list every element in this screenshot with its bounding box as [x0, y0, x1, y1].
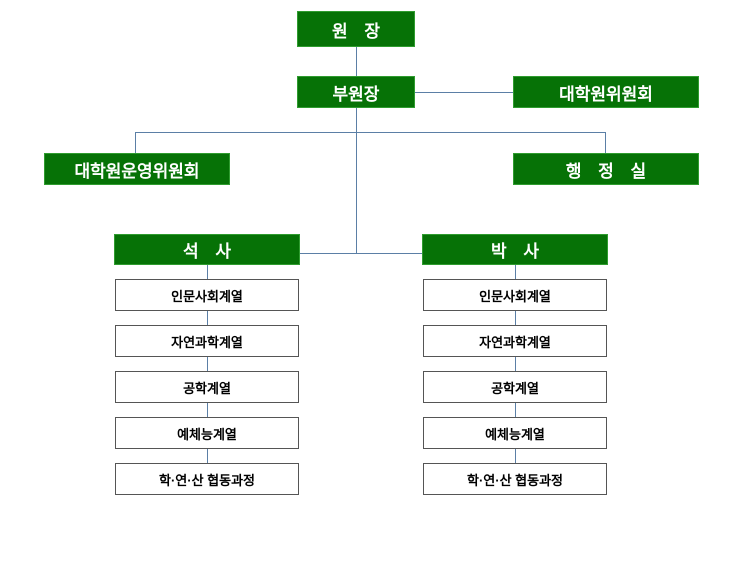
node-masters-program[interactable]: 인문사회계열	[115, 279, 299, 311]
connector-deputy-trunk	[356, 108, 357, 254]
node-masters-program[interactable]: 공학계열	[115, 371, 299, 403]
node-doctorate-program[interactable]: 공학계열	[423, 371, 607, 403]
node-masters-program[interactable]: 예체능계열	[115, 417, 299, 449]
node-doctorate-program[interactable]: 학·연·산 협동과정	[423, 463, 607, 495]
connector-masters-item-1	[207, 265, 208, 279]
connector-doctorate-item-1	[515, 265, 516, 279]
connector-doctorate-item-4	[515, 403, 516, 417]
node-operating-committee[interactable]: 대학원운영위원회	[44, 153, 230, 185]
node-administration-office[interactable]: 행 정 실	[513, 153, 699, 185]
connector-to-operating-committee	[135, 132, 136, 153]
node-masters-program[interactable]: 자연과학계열	[115, 325, 299, 357]
connector-committee-branch-bar	[135, 132, 605, 133]
connector-masters-item-4	[207, 403, 208, 417]
connector-doctorate-item-3	[515, 357, 516, 371]
connector-masters-doctorate-bar	[300, 253, 422, 254]
connector-director-to-deputy	[356, 47, 357, 77]
connector-masters-item-3	[207, 357, 208, 371]
node-graduate-committee[interactable]: 대학원위원회	[513, 76, 699, 108]
connector-to-administration-office	[605, 132, 606, 153]
node-doctorate[interactable]: 박 사	[422, 234, 608, 265]
node-doctorate-program[interactable]: 인문사회계열	[423, 279, 607, 311]
node-doctorate-program[interactable]: 자연과학계열	[423, 325, 607, 357]
connector-doctorate-item-5	[515, 449, 516, 463]
node-masters[interactable]: 석 사	[114, 234, 300, 265]
connector-doctorate-item-2	[515, 311, 516, 325]
node-deputy-director[interactable]: 부원장	[297, 76, 415, 108]
node-masters-program[interactable]: 학·연·산 협동과정	[115, 463, 299, 495]
connector-masters-item-2	[207, 311, 208, 325]
connector-deputy-to-graduate-committee	[415, 92, 513, 93]
node-doctorate-program[interactable]: 예체능계열	[423, 417, 607, 449]
node-director[interactable]: 원 장	[297, 11, 415, 47]
connector-masters-item-5	[207, 449, 208, 463]
